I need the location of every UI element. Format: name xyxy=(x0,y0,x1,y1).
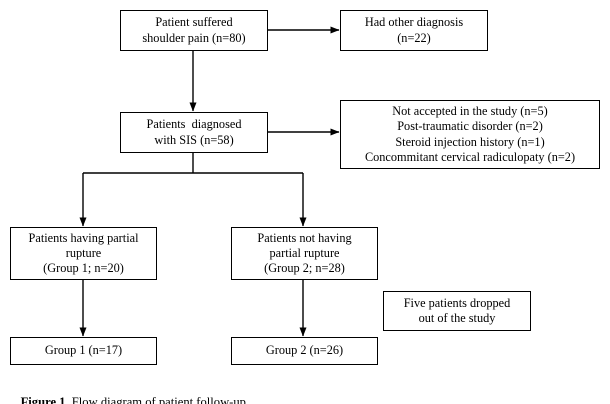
node-line: Not accepted in the study (n=5) xyxy=(392,104,548,119)
node-line: Patients not having xyxy=(257,230,352,245)
node-line: out of the study xyxy=(418,311,496,325)
node-line: (Group 1; n=20) xyxy=(43,261,124,276)
node-line: Patients having partial xyxy=(28,230,139,245)
node-patients-having-partial-rupture: Patients having partial rupture (Group 1… xyxy=(10,227,157,280)
figure-caption-text: Flow diagram of patient follow-up. xyxy=(68,395,250,404)
node-line: Post-traumatic disorder (n=2) xyxy=(397,119,543,134)
node-line: (Group 2; n=28) xyxy=(264,261,345,276)
node-group-2-final: Group 2 (n=26) xyxy=(231,337,378,365)
node-line: Patient suffered xyxy=(155,15,233,30)
node-had-other-diagnosis: Had other diagnosis (n=22) xyxy=(340,10,488,51)
node-exclusion-reasons: Not accepted in the study (n=5) Post-tra… xyxy=(340,100,600,169)
node-five-patients-dropped-out: Five patients dropped out of the study xyxy=(383,291,531,331)
node-patient-suffered-shoulder-pain: Patient suffered shoulder pain (n=80) xyxy=(120,10,268,51)
node-line: Steroid injection history (n=1) xyxy=(395,134,545,149)
node-line: Had other diagnosis xyxy=(364,15,464,30)
node-patients-diagnosed-with-sis: Patients diagnosed with SIS (n=58) xyxy=(120,112,268,153)
node-line: Five patients dropped xyxy=(403,295,511,310)
node-line: partial rupture xyxy=(269,245,340,260)
node-line: Patients diagnosed xyxy=(146,117,242,132)
node-line: Group 2 (n=26) xyxy=(265,343,344,358)
figure-caption: Figure 1. Flow diagram of patient follow… xyxy=(8,378,250,404)
node-line: Group 1 (n=17) xyxy=(44,343,123,358)
node-line: rupture xyxy=(65,245,102,260)
node-line: (n=22) xyxy=(397,30,431,45)
node-patients-not-having-partial-rupture: Patients not having partial rupture (Gro… xyxy=(231,227,378,280)
node-line: shoulder pain (n=80) xyxy=(142,30,246,45)
node-line: with SIS (n=58) xyxy=(154,132,234,147)
node-line: Concommitant cervical radiculopaty (n=2) xyxy=(364,149,576,164)
node-group-1-final: Group 1 (n=17) xyxy=(10,337,157,365)
figure-caption-label: Figure 1. xyxy=(20,395,69,404)
